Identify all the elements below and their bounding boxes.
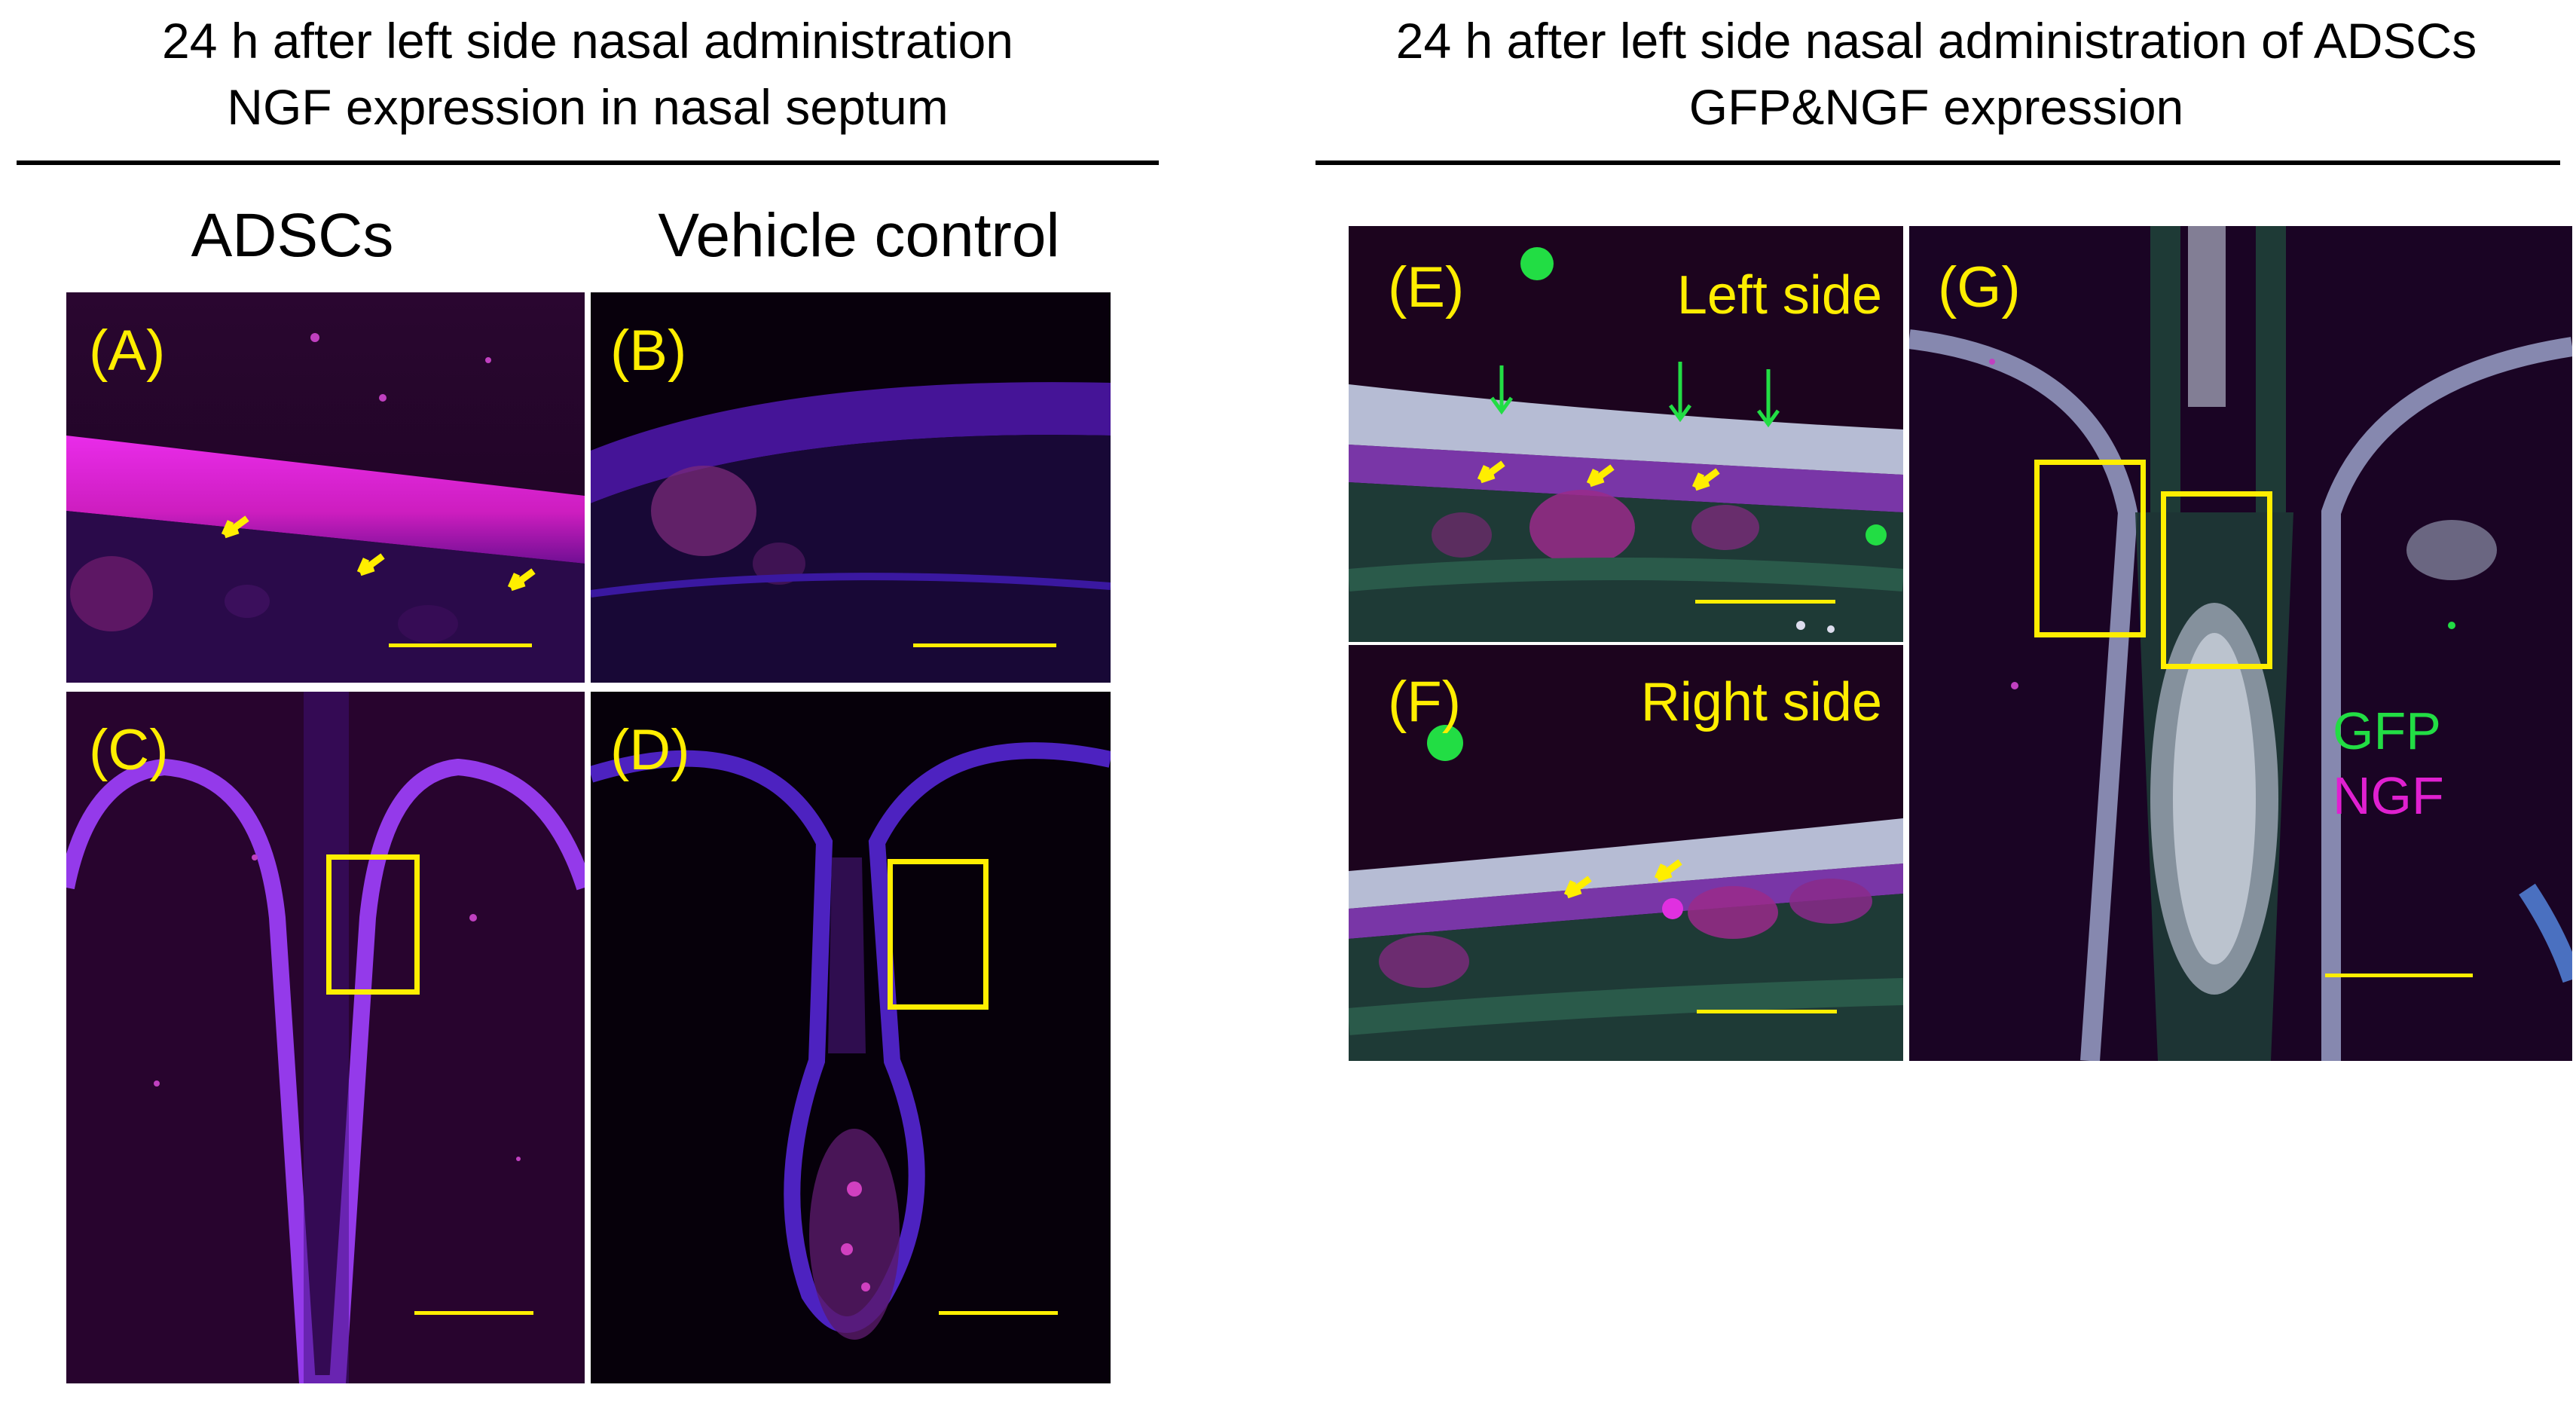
panel-c-roi-box bbox=[326, 854, 420, 995]
panel-c-micrograph: (C) bbox=[66, 692, 585, 1383]
right-heading-rule bbox=[1316, 160, 2560, 165]
panel-g-roi-box-right bbox=[2161, 491, 2272, 669]
panel-f-arrows bbox=[1563, 859, 1682, 899]
panel-e-left-side-label: Left side bbox=[1676, 265, 1882, 326]
legend-ngf: NGF bbox=[2333, 766, 2444, 825]
panel-e-label: (E) bbox=[1388, 255, 1465, 319]
panel-g-micrograph: (G) GFP NGF bbox=[1909, 226, 2572, 1061]
panel-d-scale-bar bbox=[939, 1311, 1058, 1315]
panel-d-label: (D) bbox=[610, 718, 690, 782]
panel-g-roi-box-left bbox=[2034, 460, 2146, 637]
col-label-vehicle-control: Vehicle control bbox=[658, 201, 1060, 270]
panel-a-label: (A) bbox=[89, 319, 166, 383]
panel-a-scale-bar bbox=[389, 643, 532, 647]
panel-a-micrograph: (A) bbox=[66, 292, 585, 683]
left-heading-line2: NGF expression in nasal septum bbox=[227, 79, 949, 135]
panel-b-label: (B) bbox=[610, 319, 687, 383]
panel-b-scale-bar bbox=[913, 643, 1056, 647]
col-label-adscs: ADSCs bbox=[191, 201, 394, 270]
panel-e-micrograph: (E) Left side bbox=[1349, 226, 1903, 642]
panel-e-scale-bar bbox=[1695, 600, 1835, 604]
panel-c-label: (C) bbox=[89, 718, 169, 782]
right-heading-line1: 24 h after left side nasal administratio… bbox=[1395, 13, 2477, 69]
panel-f-right-side-label: Right side bbox=[1640, 672, 1882, 732]
panel-d-roi-box bbox=[888, 859, 989, 1010]
panel-d-micrograph: (D) bbox=[591, 692, 1111, 1383]
panel-f-label: (F) bbox=[1388, 670, 1462, 734]
panel-b-micrograph: (B) bbox=[591, 292, 1111, 683]
panel-f-micrograph: (F) Right side bbox=[1349, 645, 1903, 1061]
left-heading-line1: 24 h after left side nasal administratio… bbox=[162, 13, 1013, 69]
panel-e-arrows bbox=[1477, 362, 1780, 491]
panel-f-scale-bar bbox=[1697, 1010, 1837, 1013]
left-heading-rule bbox=[17, 160, 1159, 165]
panel-g-label: (G) bbox=[1938, 255, 2021, 319]
panel-g-scale-bar bbox=[2325, 974, 2473, 977]
legend-gfp: GFP bbox=[2333, 702, 2441, 760]
right-heading-line2: GFP&NGF expression bbox=[1688, 79, 2184, 135]
panel-a-arrows bbox=[221, 515, 536, 591]
panel-c-scale-bar bbox=[414, 1311, 533, 1315]
